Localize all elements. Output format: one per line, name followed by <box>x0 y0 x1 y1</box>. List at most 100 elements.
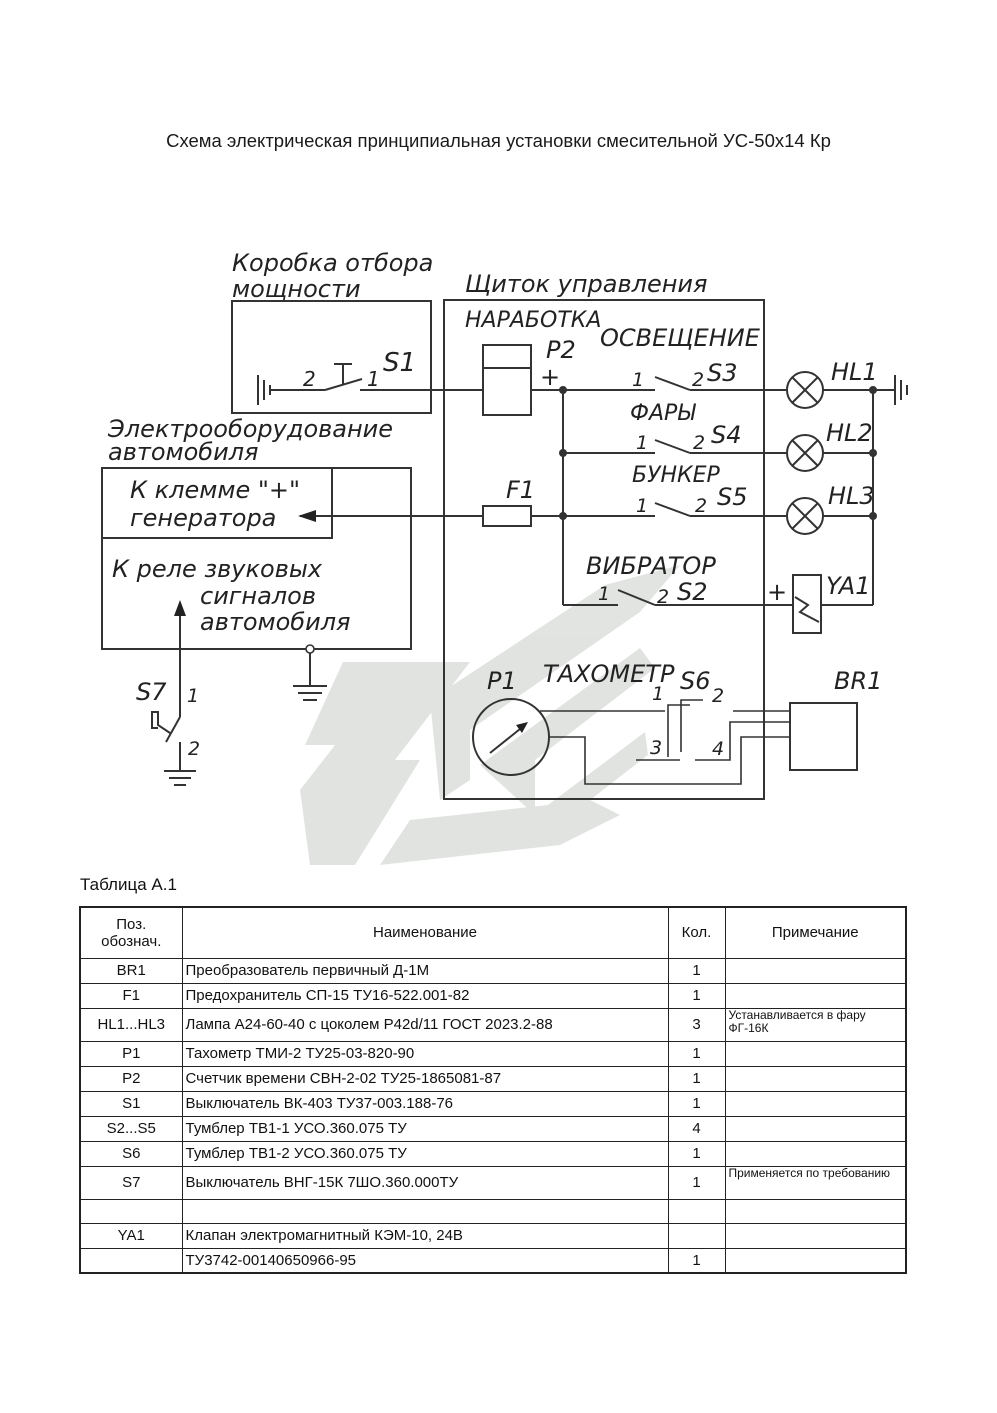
pto-box-label-line2: мощности <box>232 275 361 303</box>
cell-pos: P2 <box>79 1065 183 1092</box>
cell-name: Лампа А24-60-40 с цоколем Р42d/11 ГОСТ 2… <box>181 1007 669 1042</box>
cell-pos <box>79 1247 183 1274</box>
vehicle-label-line1: Электрооборудование <box>107 415 393 443</box>
ground-symbol-s1 <box>257 375 271 405</box>
fuse-f1 <box>482 505 532 527</box>
cell-qty: 1 <box>667 1247 726 1274</box>
cell-note <box>724 1065 907 1092</box>
table-row <box>79 1198 907 1224</box>
arrow-to-generator-icon <box>298 510 316 522</box>
switch-s1 <box>270 363 483 391</box>
tachometer-label: ТАХОМЕТР <box>543 660 675 688</box>
cell-qty <box>667 1198 726 1224</box>
s6-pin4-label: 4 <box>712 738 724 760</box>
cell-note <box>724 982 907 1009</box>
header-name: Наименование <box>181 906 669 959</box>
s5-label: S5 <box>717 483 748 511</box>
cell-name: Выключатель ВНГ-15К 7ШО.360.000ТУ <box>181 1165 669 1200</box>
switch-s2 <box>563 589 793 606</box>
cell-name: Тумблер ТВ1-2 УСО.360.075 ТУ <box>181 1140 669 1167</box>
s7-pin2-label: 2 <box>188 738 200 760</box>
cell-pos: HL1...HL3 <box>79 1007 183 1042</box>
cell-pos: S6 <box>79 1140 183 1167</box>
generator-terminal-box <box>102 468 333 539</box>
cell-qty: 1 <box>667 1165 726 1200</box>
lamp-hl3 <box>786 497 873 535</box>
s7-label: S7 <box>136 678 167 706</box>
switch-s5 <box>531 502 786 517</box>
hl3-label: HL3 <box>828 482 875 510</box>
components-table: Поз. обознач. Наименование Кол. Примечан… <box>79 906 907 1274</box>
s5-pin2-label: 2 <box>695 495 707 517</box>
pto-box <box>231 300 432 414</box>
s6-pin3-label: 3 <box>650 737 662 759</box>
header-note: Примечание <box>724 906 907 959</box>
cell-name: Предохранитель СП-15 ТУ16-522.001-82 <box>181 982 669 1009</box>
ya1-label: YA1 <box>826 572 870 600</box>
s1-label: S1 <box>383 348 416 378</box>
cell-qty <box>667 1222 726 1249</box>
s3-label: S3 <box>707 359 738 387</box>
s6-label: S6 <box>680 667 711 695</box>
cell-note <box>724 1198 907 1224</box>
s3-pin1-label: 1 <box>632 369 644 391</box>
generator-terminal-label-line1: К клемме "+" <box>130 476 300 504</box>
f1-label: F1 <box>506 476 535 504</box>
horn-relay-label-line3: автомобиля <box>200 608 350 636</box>
s6-wiring <box>540 699 790 785</box>
cell-note <box>724 1247 907 1274</box>
cell-qty: 1 <box>667 1065 726 1092</box>
cell-pos: S7 <box>79 1165 183 1200</box>
lamp-hl1 <box>786 371 895 409</box>
s3-pin2-label: 2 <box>692 369 704 391</box>
switch-s3 <box>563 376 786 391</box>
pto-box-label-line1: Коробка отбора <box>232 249 433 277</box>
cell-pos: F1 <box>79 982 183 1009</box>
cell-name: ТУ3742-00140650966-95 <box>181 1247 669 1274</box>
cell-note <box>724 1040 907 1067</box>
cell-name <box>181 1198 669 1224</box>
bus-junctions <box>559 386 877 520</box>
ya1-plus-label: + <box>767 578 787 606</box>
p1-label: P1 <box>487 667 517 695</box>
fary-label: ФАРЫ <box>630 401 696 426</box>
osveshchenie-label: ОСВЕЩЕНИЕ <box>600 324 761 352</box>
cell-note <box>724 1115 907 1142</box>
cell-pos: BR1 <box>79 957 183 984</box>
cell-name: Преобразователь первичный Д-1М <box>181 957 669 984</box>
cell-note: Устанавливается в фару ФГ-16К <box>724 1007 907 1042</box>
gauge-needle-icon <box>516 722 528 733</box>
s2-pin2-label: 2 <box>657 586 669 608</box>
cell-name: Клапан электромагнитный КЭМ-10, 24В <box>181 1222 669 1249</box>
cell-qty: 1 <box>667 1140 726 1167</box>
cell-pos: P1 <box>79 1040 183 1067</box>
cell-name: Счетчик времени СВН-2-02 ТУ25-1865081-87 <box>181 1065 669 1092</box>
s1-pin2-label: 2 <box>303 367 316 391</box>
p2-label: P2 <box>546 336 576 364</box>
hl1-label: HL1 <box>831 358 878 386</box>
bunker-label: БУНКЕР <box>632 463 721 488</box>
cell-note <box>724 1090 907 1117</box>
cell-qty: 1 <box>667 982 726 1009</box>
hl2-label: HL2 <box>826 419 873 447</box>
cell-qty: 1 <box>667 1040 726 1067</box>
s6-pin2-label: 2 <box>712 685 724 707</box>
table-header-row: Поз. обознач. Наименование Кол. Примечан… <box>79 906 907 959</box>
vehicle-label-line2: автомобиля <box>108 438 258 466</box>
cell-pos: S1 <box>79 1090 183 1117</box>
s1-pin1-label: 1 <box>367 367 380 391</box>
switch-s7 <box>151 711 196 786</box>
solenoid-valve-ya1 <box>792 574 873 634</box>
s2-pin1-label: 1 <box>598 583 610 605</box>
cell-note: Применяется по требованию <box>724 1165 907 1200</box>
switch-s4 <box>563 439 786 454</box>
